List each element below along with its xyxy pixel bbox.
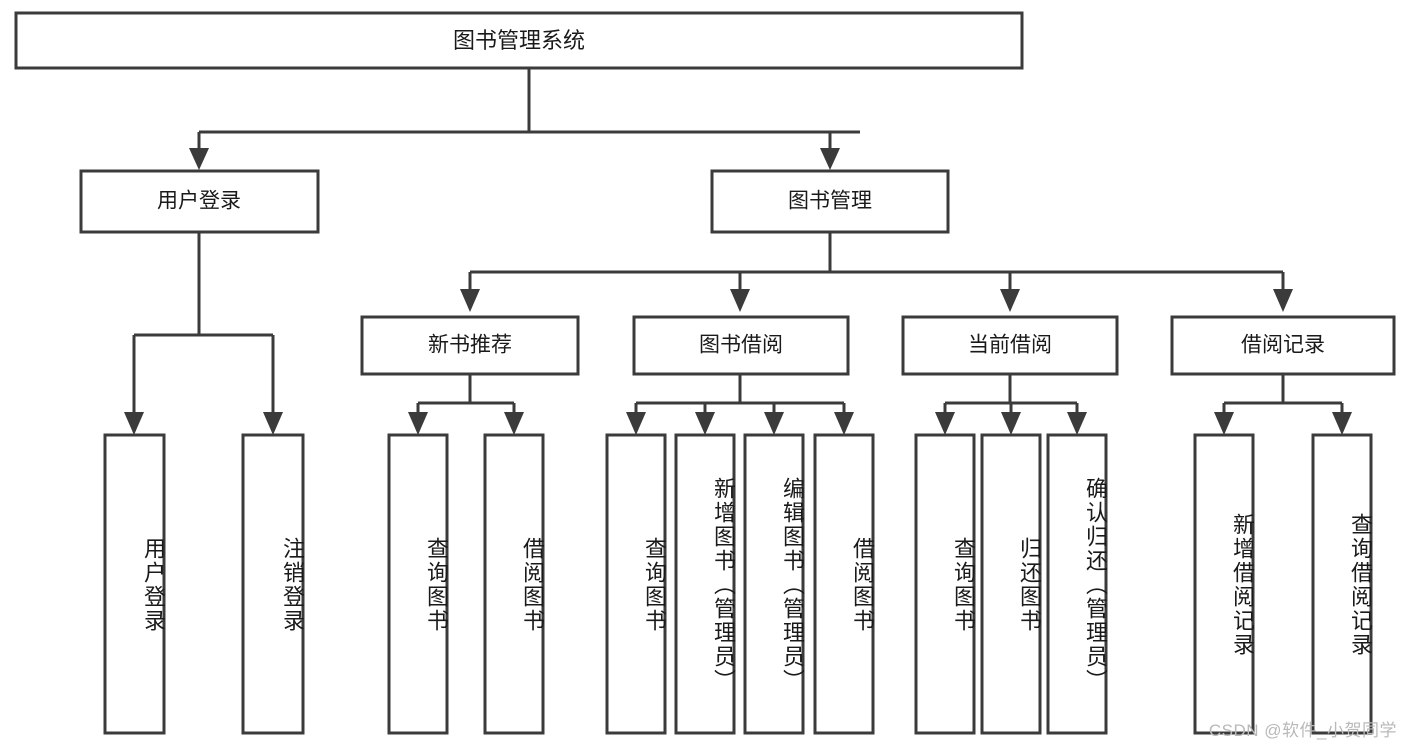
- arrow-head-icon: [730, 289, 750, 312]
- arrow-head-icon: [1000, 289, 1020, 312]
- leaf-box-new-book-1[interactable]: [483, 433, 545, 735]
- leaf-box-book-borrow-2[interactable]: [743, 433, 805, 735]
- connector-user-login-to-leaves: [124, 232, 283, 435]
- arrow-head-icon: [1067, 412, 1087, 435]
- connector-new-book-to-leaves: [408, 374, 524, 435]
- arrow-head-icon: [764, 412, 784, 435]
- node-borrow-record-label: 借阅记录: [1241, 334, 1325, 357]
- leaf-box-user-login-0[interactable]: [103, 433, 166, 735]
- leaf-box-borrow-record-1[interactable]: [1311, 433, 1373, 735]
- leaf-box-current-borrow-2[interactable]: [1046, 433, 1108, 735]
- leaf-box-borrow-record-0[interactable]: [1193, 433, 1255, 735]
- node-root-system-label: 图书管理系统: [453, 28, 585, 53]
- connector-book-mgmt-to-level3: [460, 232, 1293, 312]
- node-book-borrow-label: 图书借阅: [699, 334, 783, 357]
- arrow-head-icon: [1001, 412, 1021, 435]
- node-root-system[interactable]: 图书管理系统: [14, 11, 1024, 70]
- connector-borrow-record-to-leaves: [1214, 374, 1352, 435]
- arrow-head-icon: [834, 412, 854, 435]
- arrow-head-icon: [460, 289, 480, 312]
- leaf-box-book-borrow-0[interactable]: [605, 433, 667, 735]
- leaf-box-book-borrow-3[interactable]: [813, 433, 875, 735]
- connector-current-borrow-to-leaves: [935, 374, 1087, 435]
- node-borrow-record[interactable]: 借阅记录: [1170, 315, 1396, 376]
- node-book-borrow[interactable]: 图书借阅: [632, 315, 850, 376]
- leaf-box-user-login-1[interactable]: [241, 433, 305, 735]
- watermark-text: CSDN @软件_小贺同学: [1208, 721, 1397, 740]
- node-book-management-label: 图书管理: [788, 190, 872, 213]
- node-current-borrow[interactable]: 当前借阅: [901, 315, 1119, 376]
- arrow-head-icon: [1332, 412, 1352, 435]
- node-book-management[interactable]: 图书管理: [710, 169, 950, 234]
- arrow-head-icon: [504, 412, 524, 435]
- arrow-head-icon: [124, 412, 144, 435]
- arrow-head-icon: [626, 412, 646, 435]
- node-new-book-recommend[interactable]: 新书推荐: [360, 315, 580, 376]
- leaf-box-book-borrow-1[interactable]: [674, 433, 736, 735]
- leaf-box-new-book-0[interactable]: [387, 433, 449, 735]
- arrow-head-icon: [695, 412, 715, 435]
- leaf-box-current-borrow-0[interactable]: [914, 433, 976, 735]
- arrow-head-icon: [408, 412, 428, 435]
- node-user-login[interactable]: 用户登录: [79, 169, 320, 234]
- arrow-head-icon: [263, 412, 283, 435]
- connector-book-borrow-to-leaves: [626, 374, 854, 435]
- connector-root-to-level2: [189, 68, 860, 170]
- node-user-login-label: 用户登录: [157, 190, 241, 213]
- arrow-head-icon: [189, 148, 209, 170]
- arrow-head-icon: [820, 148, 840, 170]
- arrow-head-icon: [1214, 412, 1234, 435]
- node-current-borrow-label: 当前借阅: [968, 334, 1052, 357]
- leaf-box-current-borrow-1[interactable]: [980, 433, 1042, 735]
- arrow-head-icon: [935, 412, 955, 435]
- arrow-head-icon: [1273, 289, 1293, 312]
- node-new-book-recommend-label: 新书推荐: [428, 334, 512, 357]
